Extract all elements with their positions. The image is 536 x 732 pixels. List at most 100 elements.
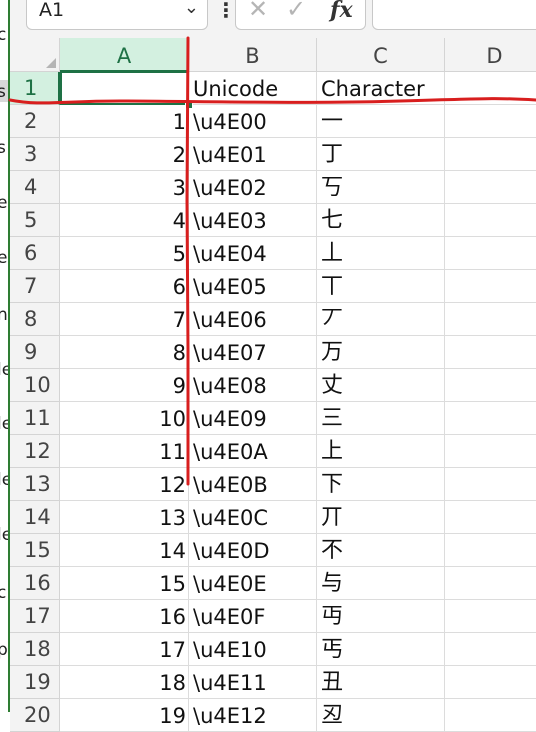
cell-c14[interactable]: 丌 xyxy=(317,501,445,534)
cell-d6[interactable] xyxy=(445,237,536,270)
row-header-10[interactable]: 10 xyxy=(10,369,60,402)
row-header-15[interactable]: 15 xyxy=(10,534,60,567)
more-options-icon[interactable]: ⋮ xyxy=(216,0,236,22)
row-header-8[interactable]: 8 xyxy=(10,303,60,336)
column-header-c[interactable]: C xyxy=(317,38,445,72)
cell-c19[interactable]: 丑 xyxy=(317,666,445,699)
cell-d8[interactable] xyxy=(445,303,536,336)
cell-b10[interactable]: \u4E08 xyxy=(189,369,317,402)
cell-b19[interactable]: \u4E11 xyxy=(189,666,317,699)
row-header-13[interactable]: 13 xyxy=(10,468,60,501)
row-header-19[interactable]: 19 xyxy=(10,666,60,699)
cell-c12[interactable]: 上 xyxy=(317,435,445,468)
cell-d16[interactable] xyxy=(445,567,536,600)
cell-c13[interactable]: 下 xyxy=(317,468,445,501)
left-pane-text: le xyxy=(0,525,8,545)
select-all-button[interactable] xyxy=(10,38,60,72)
column-header-b[interactable]: B xyxy=(189,38,317,72)
cell-d17[interactable] xyxy=(445,600,536,633)
cell-a19[interactable]: 18 xyxy=(60,666,189,699)
chevron-down-icon[interactable]: ⌄ xyxy=(183,0,199,18)
cell-c17[interactable]: 丏 xyxy=(317,600,445,633)
cell-c3[interactable]: 丁 xyxy=(317,138,445,171)
cell-d5[interactable] xyxy=(445,204,536,237)
cell-c18[interactable]: 丐 xyxy=(317,633,445,666)
row-header-16[interactable]: 16 xyxy=(10,567,60,600)
cell-d15[interactable] xyxy=(445,534,536,567)
cell-c15[interactable]: 不 xyxy=(317,534,445,567)
row-header-18[interactable]: 18 xyxy=(10,633,60,666)
cell-b15[interactable]: \u4E0D xyxy=(189,534,317,567)
cell-b6[interactable]: \u4E04 xyxy=(189,237,317,270)
formula-bar: A1 ⌄ ⋮ ✕ ✓ fx xyxy=(10,0,536,38)
cell-d7[interactable] xyxy=(445,270,536,303)
cell-c7[interactable]: 丅 xyxy=(317,270,445,303)
row-header-5[interactable]: 5 xyxy=(10,204,60,237)
cell-d12[interactable] xyxy=(445,435,536,468)
enter-icon[interactable]: ✓ xyxy=(286,0,307,23)
cell-c9[interactable]: 万 xyxy=(317,336,445,369)
left-pane-text: s xyxy=(0,82,6,102)
cell-c11[interactable]: 三 xyxy=(317,402,445,435)
cell-b14[interactable]: \u4E0C xyxy=(189,501,317,534)
cell-a17[interactable]: 16 xyxy=(60,600,189,633)
cell-d11[interactable] xyxy=(445,402,536,435)
cell-b17[interactable]: \u4E0F xyxy=(189,600,317,633)
cell-c1[interactable]: Character xyxy=(317,72,445,105)
cell-b18[interactable]: \u4E10 xyxy=(189,633,317,666)
row-header-6[interactable]: 6 xyxy=(10,237,60,270)
cell-d3[interactable] xyxy=(445,138,536,171)
cell-b2[interactable]: \u4E00 xyxy=(189,105,317,138)
cell-b9[interactable]: \u4E07 xyxy=(189,336,317,369)
row-header-17[interactable]: 17 xyxy=(10,600,60,633)
cell-c8[interactable]: 丆 xyxy=(317,303,445,336)
cell-b1[interactable]: Unicode xyxy=(189,72,317,105)
cell-d9[interactable] xyxy=(445,336,536,369)
cell-b4[interactable]: \u4E02 xyxy=(189,171,317,204)
cell-b7[interactable]: \u4E05 xyxy=(189,270,317,303)
cell-c4[interactable]: 丂 xyxy=(317,171,445,204)
cell-b16[interactable]: \u4E0E xyxy=(189,567,317,600)
cell-d4[interactable] xyxy=(445,171,536,204)
cell-d13[interactable] xyxy=(445,468,536,501)
cell-d14[interactable] xyxy=(445,501,536,534)
cell-b12[interactable]: \u4E0A xyxy=(189,435,317,468)
cell-b5[interactable]: \u4E03 xyxy=(189,204,317,237)
cell-a18[interactable]: 17 xyxy=(60,633,189,666)
name-box[interactable]: A1 ⌄ xyxy=(26,0,208,30)
cell-a14[interactable]: 13 xyxy=(60,501,189,534)
left-pane-text: n xyxy=(0,305,8,325)
cell-c5[interactable]: 七 xyxy=(317,204,445,237)
formula-input[interactable] xyxy=(372,0,536,30)
cell-b13[interactable]: \u4E0B xyxy=(189,468,317,501)
row-header-3[interactable]: 3 xyxy=(10,138,60,171)
cell-c10[interactable]: 丈 xyxy=(317,369,445,402)
cell-a15[interactable]: 14 xyxy=(60,534,189,567)
row-header-1[interactable]: 1 xyxy=(10,72,60,105)
cell-b3[interactable]: \u4E01 xyxy=(189,138,317,171)
cell-c6[interactable]: 丄 xyxy=(317,237,445,270)
cell-d18[interactable] xyxy=(445,633,536,666)
left-pane-edge: csseenlelelelecp xyxy=(0,0,10,712)
row-header-14[interactable]: 14 xyxy=(10,501,60,534)
cell-b8[interactable]: \u4E06 xyxy=(189,303,317,336)
cell-c2[interactable]: 一 xyxy=(317,105,445,138)
row-header-4[interactable]: 4 xyxy=(10,171,60,204)
row-header-7[interactable]: 7 xyxy=(10,270,60,303)
cell-d10[interactable] xyxy=(445,369,536,402)
cell-c16[interactable]: 与 xyxy=(317,567,445,600)
row-header-12[interactable]: 12 xyxy=(10,435,60,468)
cell-a16[interactable]: 15 xyxy=(60,567,189,600)
cancel-icon[interactable]: ✕ xyxy=(248,0,269,23)
left-pane-text: e xyxy=(0,248,7,268)
row-header-2[interactable]: 2 xyxy=(10,105,60,138)
left-pane-text: s xyxy=(0,138,6,158)
row-header-9[interactable]: 9 xyxy=(10,336,60,369)
insert-function-icon[interactable]: fx xyxy=(330,0,353,23)
cell-d19[interactable] xyxy=(445,666,536,699)
cell-d1[interactable] xyxy=(445,72,536,105)
cell-b11[interactable]: \u4E09 xyxy=(189,402,317,435)
cell-d2[interactable] xyxy=(445,105,536,138)
column-header-d[interactable]: D xyxy=(445,38,536,72)
row-header-11[interactable]: 11 xyxy=(10,402,60,435)
